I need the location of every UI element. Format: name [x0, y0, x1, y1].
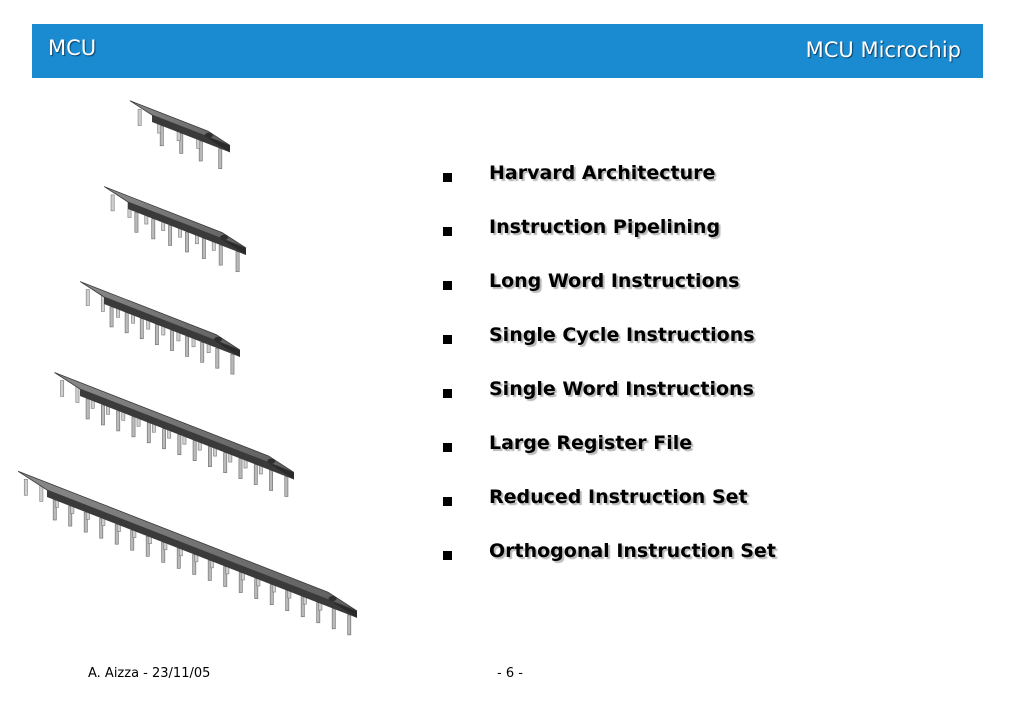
bullet-square-icon	[443, 389, 452, 398]
bullet-square-icon	[443, 335, 452, 344]
bullet-square-icon	[443, 443, 452, 452]
footer-author-date: A. Aizza - 23/11/05	[88, 666, 211, 681]
bullet-square-icon	[443, 551, 452, 560]
bullet-square-icon	[443, 497, 452, 506]
list-item-label: Instruction Pipelining	[489, 216, 721, 238]
ic-chip	[54, 372, 295, 497]
slide-title: MCU Microchip	[805, 38, 961, 62]
list-item-label: Single Word Instructions	[489, 378, 754, 400]
list-item-label: Large Register File	[489, 432, 693, 454]
bullet-square-icon	[443, 281, 452, 290]
ic-chip	[103, 186, 247, 273]
ic-chip	[79, 281, 241, 375]
bullet-square-icon	[443, 173, 452, 182]
ic-chip	[17, 470, 358, 636]
list-item-label: Single Cycle Instructions	[489, 324, 755, 346]
list-item-label: Harvard Architecture	[489, 162, 716, 184]
slide-section-title: MCU	[48, 36, 97, 60]
bullet-square-icon	[443, 227, 452, 236]
slide-header: MCU MCU Microchip	[32, 24, 983, 78]
list-item-label: Long Word Instructions	[489, 270, 740, 292]
dip-ic-chips-icon	[17, 100, 358, 636]
list-item-label: Reduced Instruction Set	[489, 486, 748, 508]
footer-page-number: - 6 -	[497, 666, 523, 681]
ic-chip	[129, 100, 231, 169]
list-item-label: Orthogonal Instruction Set	[489, 540, 776, 562]
